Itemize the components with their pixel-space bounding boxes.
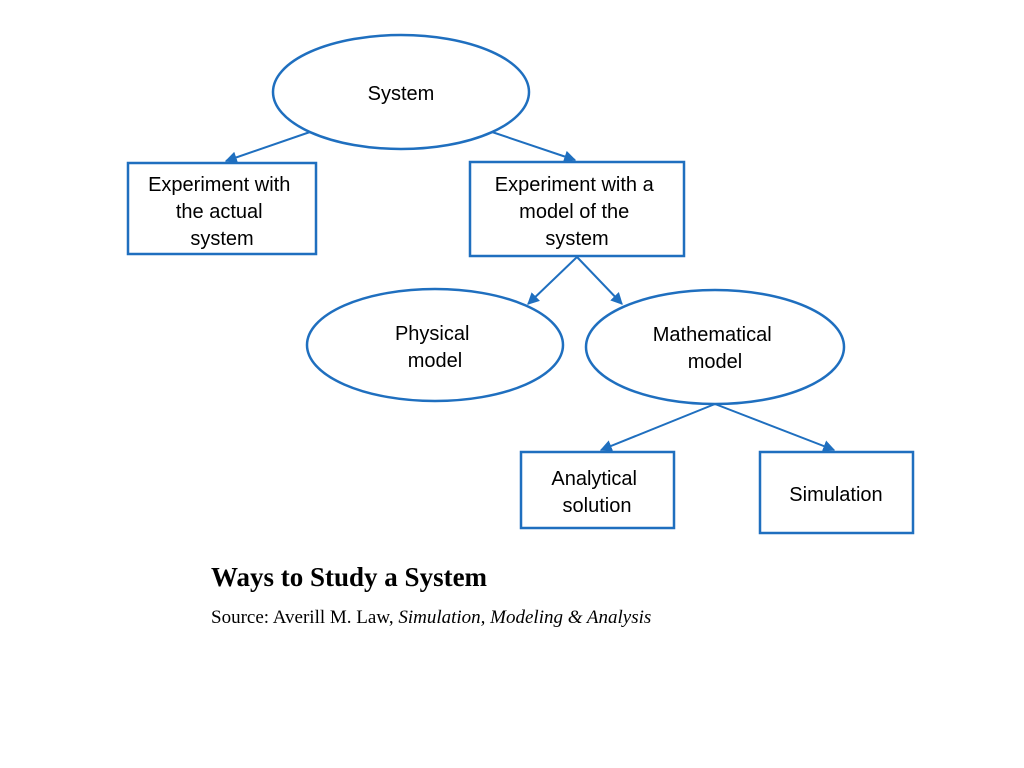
- node-system: System: [271, 33, 531, 151]
- node-system-line-1: System: [368, 83, 435, 105]
- node-physical-model-label: Physical model: [395, 323, 475, 372]
- source-work-title: Simulation, Modeling & Analysis: [398, 607, 652, 628]
- node-system-shape: [271, 33, 531, 151]
- node-mathematical-model-label: Mathematical model: [653, 324, 778, 373]
- edge-system-to-experiment-model: [491, 131, 577, 163]
- source-prefix: Source: Averill M. Law,: [211, 607, 399, 628]
- node-experiment-model-shape: [468, 160, 686, 258]
- node-analytical-solution-line-2: solution: [563, 495, 632, 517]
- node-analytical-solution-shape: [519, 450, 676, 530]
- node-experiment-model: Experiment with a model of the system: [468, 160, 686, 258]
- node-simulation-shape: [758, 450, 915, 535]
- node-experiment-actual-line-1: Experiment with: [148, 174, 290, 196]
- node-experiment-actual-shape: [126, 161, 318, 256]
- node-physical-model-line-2: model: [408, 350, 462, 372]
- node-mathematical-model: Mathematical model: [584, 288, 846, 406]
- node-physical-model-line-1: Physical: [395, 323, 469, 345]
- node-system-label: System: [368, 83, 435, 105]
- node-analytical-solution-label: Analytical solution: [551, 468, 642, 517]
- diagram-title: Ways to Study a System: [211, 562, 488, 592]
- node-experiment-model-line-1: Experiment with a: [495, 174, 655, 196]
- node-mathematical-model-line-2: model: [688, 351, 742, 373]
- node-simulation: Simulation: [758, 450, 915, 535]
- node-experiment-model-line-3: system: [545, 228, 608, 250]
- node-mathematical-model-line-1: Mathematical: [653, 324, 772, 346]
- node-analytical-solution: Analytical solution: [519, 450, 676, 530]
- edge-experiment-model-to-mathematical-model: [576, 256, 623, 305]
- edge-mathematical-model-to-analytical-solution: [599, 403, 716, 452]
- node-physical-model: Physical model: [305, 287, 565, 403]
- node-simulation-label: Simulation: [789, 484, 882, 506]
- node-experiment-actual: Experiment with the actual system: [126, 161, 318, 256]
- edges: [224, 131, 836, 452]
- edge-system-to-experiment-actual: [224, 131, 311, 164]
- node-analytical-solution-line-1: Analytical: [551, 468, 637, 490]
- node-experiment-actual-line-3: system: [190, 228, 253, 250]
- node-experiment-model-line-2: model of the: [519, 201, 629, 223]
- edge-experiment-model-to-physical-model: [527, 256, 578, 305]
- node-simulation-line-1: Simulation: [789, 484, 882, 506]
- diagram-source: Source: Averill M. Law, Simulation, Mode…: [211, 607, 651, 629]
- node-experiment-actual-line-2: the actual: [176, 201, 263, 223]
- node-mathematical-model-shape: [584, 288, 846, 406]
- edge-mathematical-model-to-simulation: [714, 403, 836, 452]
- node-experiment-actual-label: Experiment with the actual system: [148, 174, 296, 250]
- node-experiment-model-label: Experiment with a model of the system: [495, 174, 660, 250]
- node-physical-model-shape: [305, 287, 565, 403]
